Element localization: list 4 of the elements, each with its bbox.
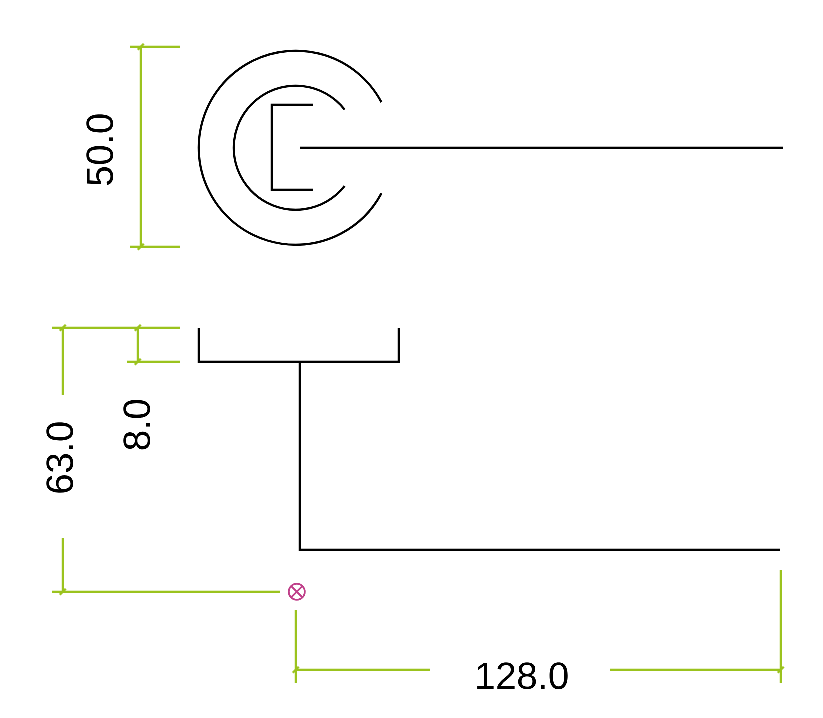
dimension-label: 8.0 (124, 400, 150, 450)
dimension-label: 128.0 (478, 662, 568, 690)
dimension-label: 50.0 (86, 114, 114, 186)
dimension-label: 63.0 (46, 422, 74, 493)
